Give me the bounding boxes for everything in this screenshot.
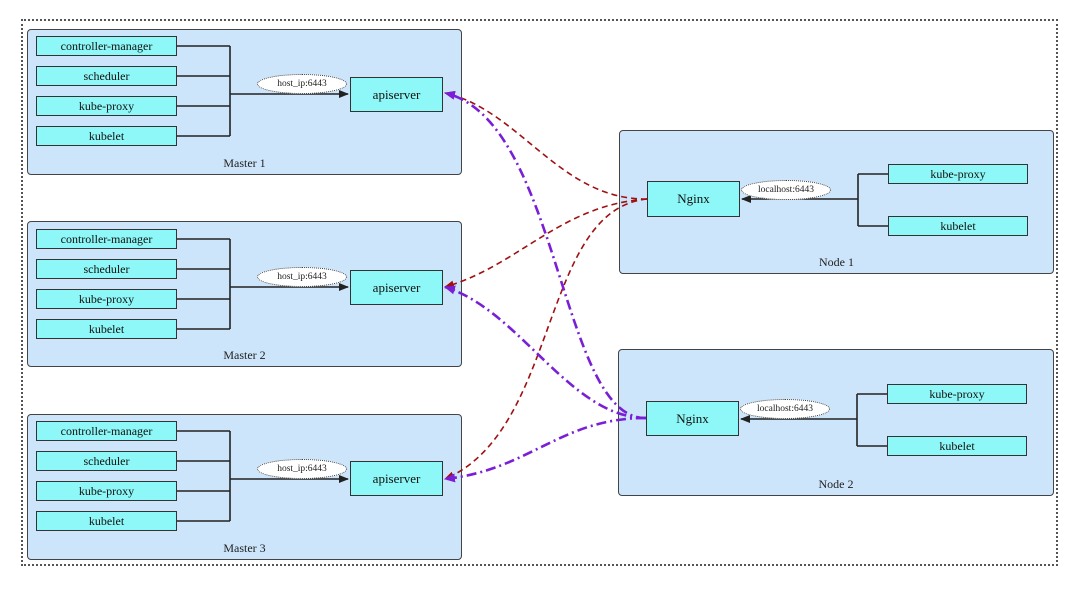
kubelet-component: kubelet xyxy=(887,436,1027,456)
cluster-label: Node 2 xyxy=(818,477,854,491)
kubelet-component: kubelet xyxy=(36,511,177,531)
edge-label-localhost: localhost:6443 xyxy=(741,180,831,200)
cluster-label: Node 1 xyxy=(819,255,854,269)
controller-manager-component: controller-manager xyxy=(36,229,177,249)
master-3-connectors xyxy=(177,430,349,522)
cluster-label: Master 1 xyxy=(223,156,266,170)
apiserver-component: apiserver xyxy=(350,270,443,305)
scheduler-component: scheduler xyxy=(36,66,177,86)
kube-proxy-component: kube-proxy xyxy=(36,289,177,309)
apiserver-component: apiserver xyxy=(350,77,443,112)
kubelet-component: kubelet xyxy=(36,126,177,146)
edge-label-localhost: localhost:6443 xyxy=(740,399,830,419)
master-2-connectors xyxy=(177,238,349,330)
edge-label-host-ip: host_ip:6443 xyxy=(257,267,347,287)
nginx-component: Nginx xyxy=(646,401,739,436)
node-1-upstream-links xyxy=(444,91,648,480)
outer-boundary xyxy=(21,19,1058,566)
kube-proxy-component: kube-proxy xyxy=(888,164,1028,184)
master-1-connectors xyxy=(177,45,349,137)
kube-proxy-component: kube-proxy xyxy=(36,96,177,116)
kubelet-component: kubelet xyxy=(888,216,1028,236)
controller-manager-component: controller-manager xyxy=(36,36,177,56)
nginx-component: Nginx xyxy=(647,181,740,217)
kube-proxy-component: kube-proxy xyxy=(36,481,177,501)
node-2-connectors xyxy=(740,393,887,447)
edge-label-host-ip: host_ip:6443 xyxy=(257,74,347,94)
cluster-label: Master 2 xyxy=(223,348,266,362)
controller-manager-component: controller-manager xyxy=(36,421,177,441)
kube-proxy-component: kube-proxy xyxy=(887,384,1027,404)
cluster-label: Master 3 xyxy=(223,541,266,555)
scheduler-component: scheduler xyxy=(36,451,177,471)
kubelet-component: kubelet xyxy=(36,319,177,339)
scheduler-component: scheduler xyxy=(36,259,177,279)
edge-label-host-ip: host_ip:6443 xyxy=(257,459,347,479)
node-2-upstream-links xyxy=(444,90,647,483)
apiserver-component: apiserver xyxy=(350,461,443,496)
